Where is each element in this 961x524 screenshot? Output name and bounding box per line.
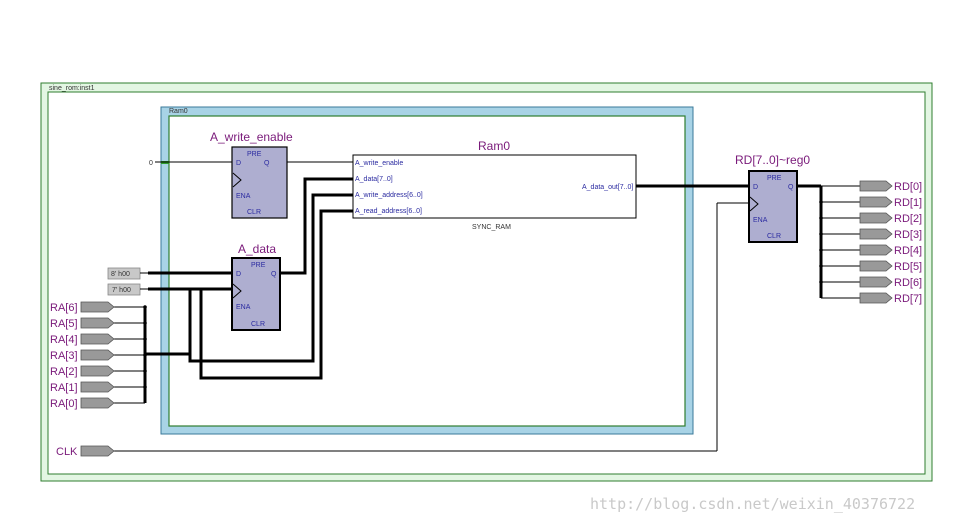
ram-pin-write-enable: A_write_enable [355, 160, 403, 167]
write-enable-reg-title: A_write_enable [210, 130, 293, 144]
output-pin-clr: CLR [767, 233, 781, 240]
ram-pin-write-address: A_write_address[6..0] [355, 192, 423, 199]
data-pin-clr: CLR [251, 321, 265, 328]
data-pin-pre: PRE [251, 262, 266, 269]
svg-text:CLK: CLK [56, 446, 78, 458]
junction-dots [143, 200, 823, 389]
output-pin-q: Q [788, 184, 794, 191]
ram-block-title: Ram0 [478, 139, 510, 153]
svg-text:RD[1]: RD[1] [894, 197, 922, 209]
output-reg-title: RD[7..0]~reg0 [735, 153, 810, 167]
data-pin-q: Q [271, 271, 277, 278]
input-port-ra6[interactable]: RA[6] [50, 301, 115, 314]
data-reg-title: A_data [238, 242, 276, 256]
output-port-rd2[interactable]: RD[2] [859, 212, 922, 225]
output-port-rd3[interactable]: RD[3] [859, 228, 922, 241]
svg-text:RA[5]: RA[5] [50, 318, 78, 330]
output-port-rd5[interactable]: RD[5] [859, 260, 922, 273]
svg-text:RA[6]: RA[6] [50, 302, 78, 314]
output-pin-ena: ENA [753, 217, 768, 224]
write-enable-reg[interactable] [231, 146, 288, 219]
ram-pin-data-out: A_data_out[7..0] [582, 184, 633, 191]
svg-text:RA[3]: RA[3] [50, 350, 78, 362]
constant-addr-init[interactable]: 7' h00 [107, 283, 141, 296]
ram-pin-data: A_data[7..0] [355, 176, 393, 183]
data-clock-mark [232, 283, 242, 299]
output-port-rd1[interactable]: RD[1] [859, 196, 922, 209]
svg-text:RA[0]: RA[0] [50, 398, 78, 410]
svg-text:RD[4]: RD[4] [894, 245, 922, 257]
data-pin-ena: ENA [236, 304, 251, 311]
input-port-ra2[interactable]: RA[2] [50, 365, 115, 378]
data-pin-d: D [236, 271, 241, 278]
output-port-rd6[interactable]: RD[6] [859, 276, 922, 289]
constant-data-init[interactable]: 8' h00 [107, 267, 141, 280]
constant-zero-label: 0 [149, 160, 153, 167]
output-port-rd7[interactable]: RD[7] [859, 292, 922, 305]
svg-text:RD[6]: RD[6] [894, 277, 922, 289]
svg-text:8' h00: 8' h00 [111, 271, 130, 278]
write-enable-pin-ena: ENA [236, 193, 251, 200]
write-enable-pin-d: D [236, 160, 241, 167]
svg-text:7' h00: 7' h00 [112, 287, 131, 294]
input-port-clk[interactable]: CLK [56, 445, 115, 458]
data-reg[interactable] [231, 257, 281, 331]
ram-container-label: Ram0 [169, 108, 188, 115]
svg-text:RD[3]: RD[3] [894, 229, 922, 241]
output-wires [821, 185, 860, 299]
svg-text:RD[7]: RD[7] [894, 293, 922, 305]
output-pin-pre: PRE [767, 175, 782, 182]
input-port-ra3[interactable]: RA[3] [50, 349, 115, 362]
svg-text:RA[2]: RA[2] [50, 366, 78, 378]
output-port-rd0[interactable]: RD[0] [859, 180, 922, 193]
ram-block-type: SYNC_RAM [472, 224, 511, 231]
write-enable-pin-clr: CLR [247, 209, 261, 216]
output-port-rd4[interactable]: RD[4] [859, 244, 922, 257]
write-enable-pin-q: Q [264, 160, 270, 167]
write-enable-pin-pre: PRE [247, 151, 262, 158]
input-port-ra1[interactable]: RA[1] [50, 381, 115, 394]
instance-label: sine_rom:inst1 [49, 85, 95, 92]
input-port-ra5[interactable]: RA[5] [50, 317, 115, 330]
svg-text:RD[0]: RD[0] [894, 181, 922, 193]
write-enable-clock-mark [232, 172, 242, 188]
output-reg[interactable] [748, 170, 798, 243]
ram-block[interactable] [352, 154, 637, 219]
output-pin-d: D [753, 184, 758, 191]
watermark: http://blog.csdn.net/weixin_40376722 [590, 495, 915, 513]
svg-text:RA[4]: RA[4] [50, 334, 78, 346]
svg-text:RD[5]: RD[5] [894, 261, 922, 273]
output-clock-mark [749, 196, 759, 212]
input-wires [114, 306, 145, 404]
svg-text:RA[1]: RA[1] [50, 382, 78, 394]
ram-pin-read-address: A_read_address[6..0] [355, 208, 422, 215]
thin-wires [114, 161, 749, 452]
input-port-ra4[interactable]: RA[4] [50, 333, 115, 346]
svg-text:RD[2]: RD[2] [894, 213, 922, 225]
input-port-ra0[interactable]: RA[0] [50, 397, 115, 410]
